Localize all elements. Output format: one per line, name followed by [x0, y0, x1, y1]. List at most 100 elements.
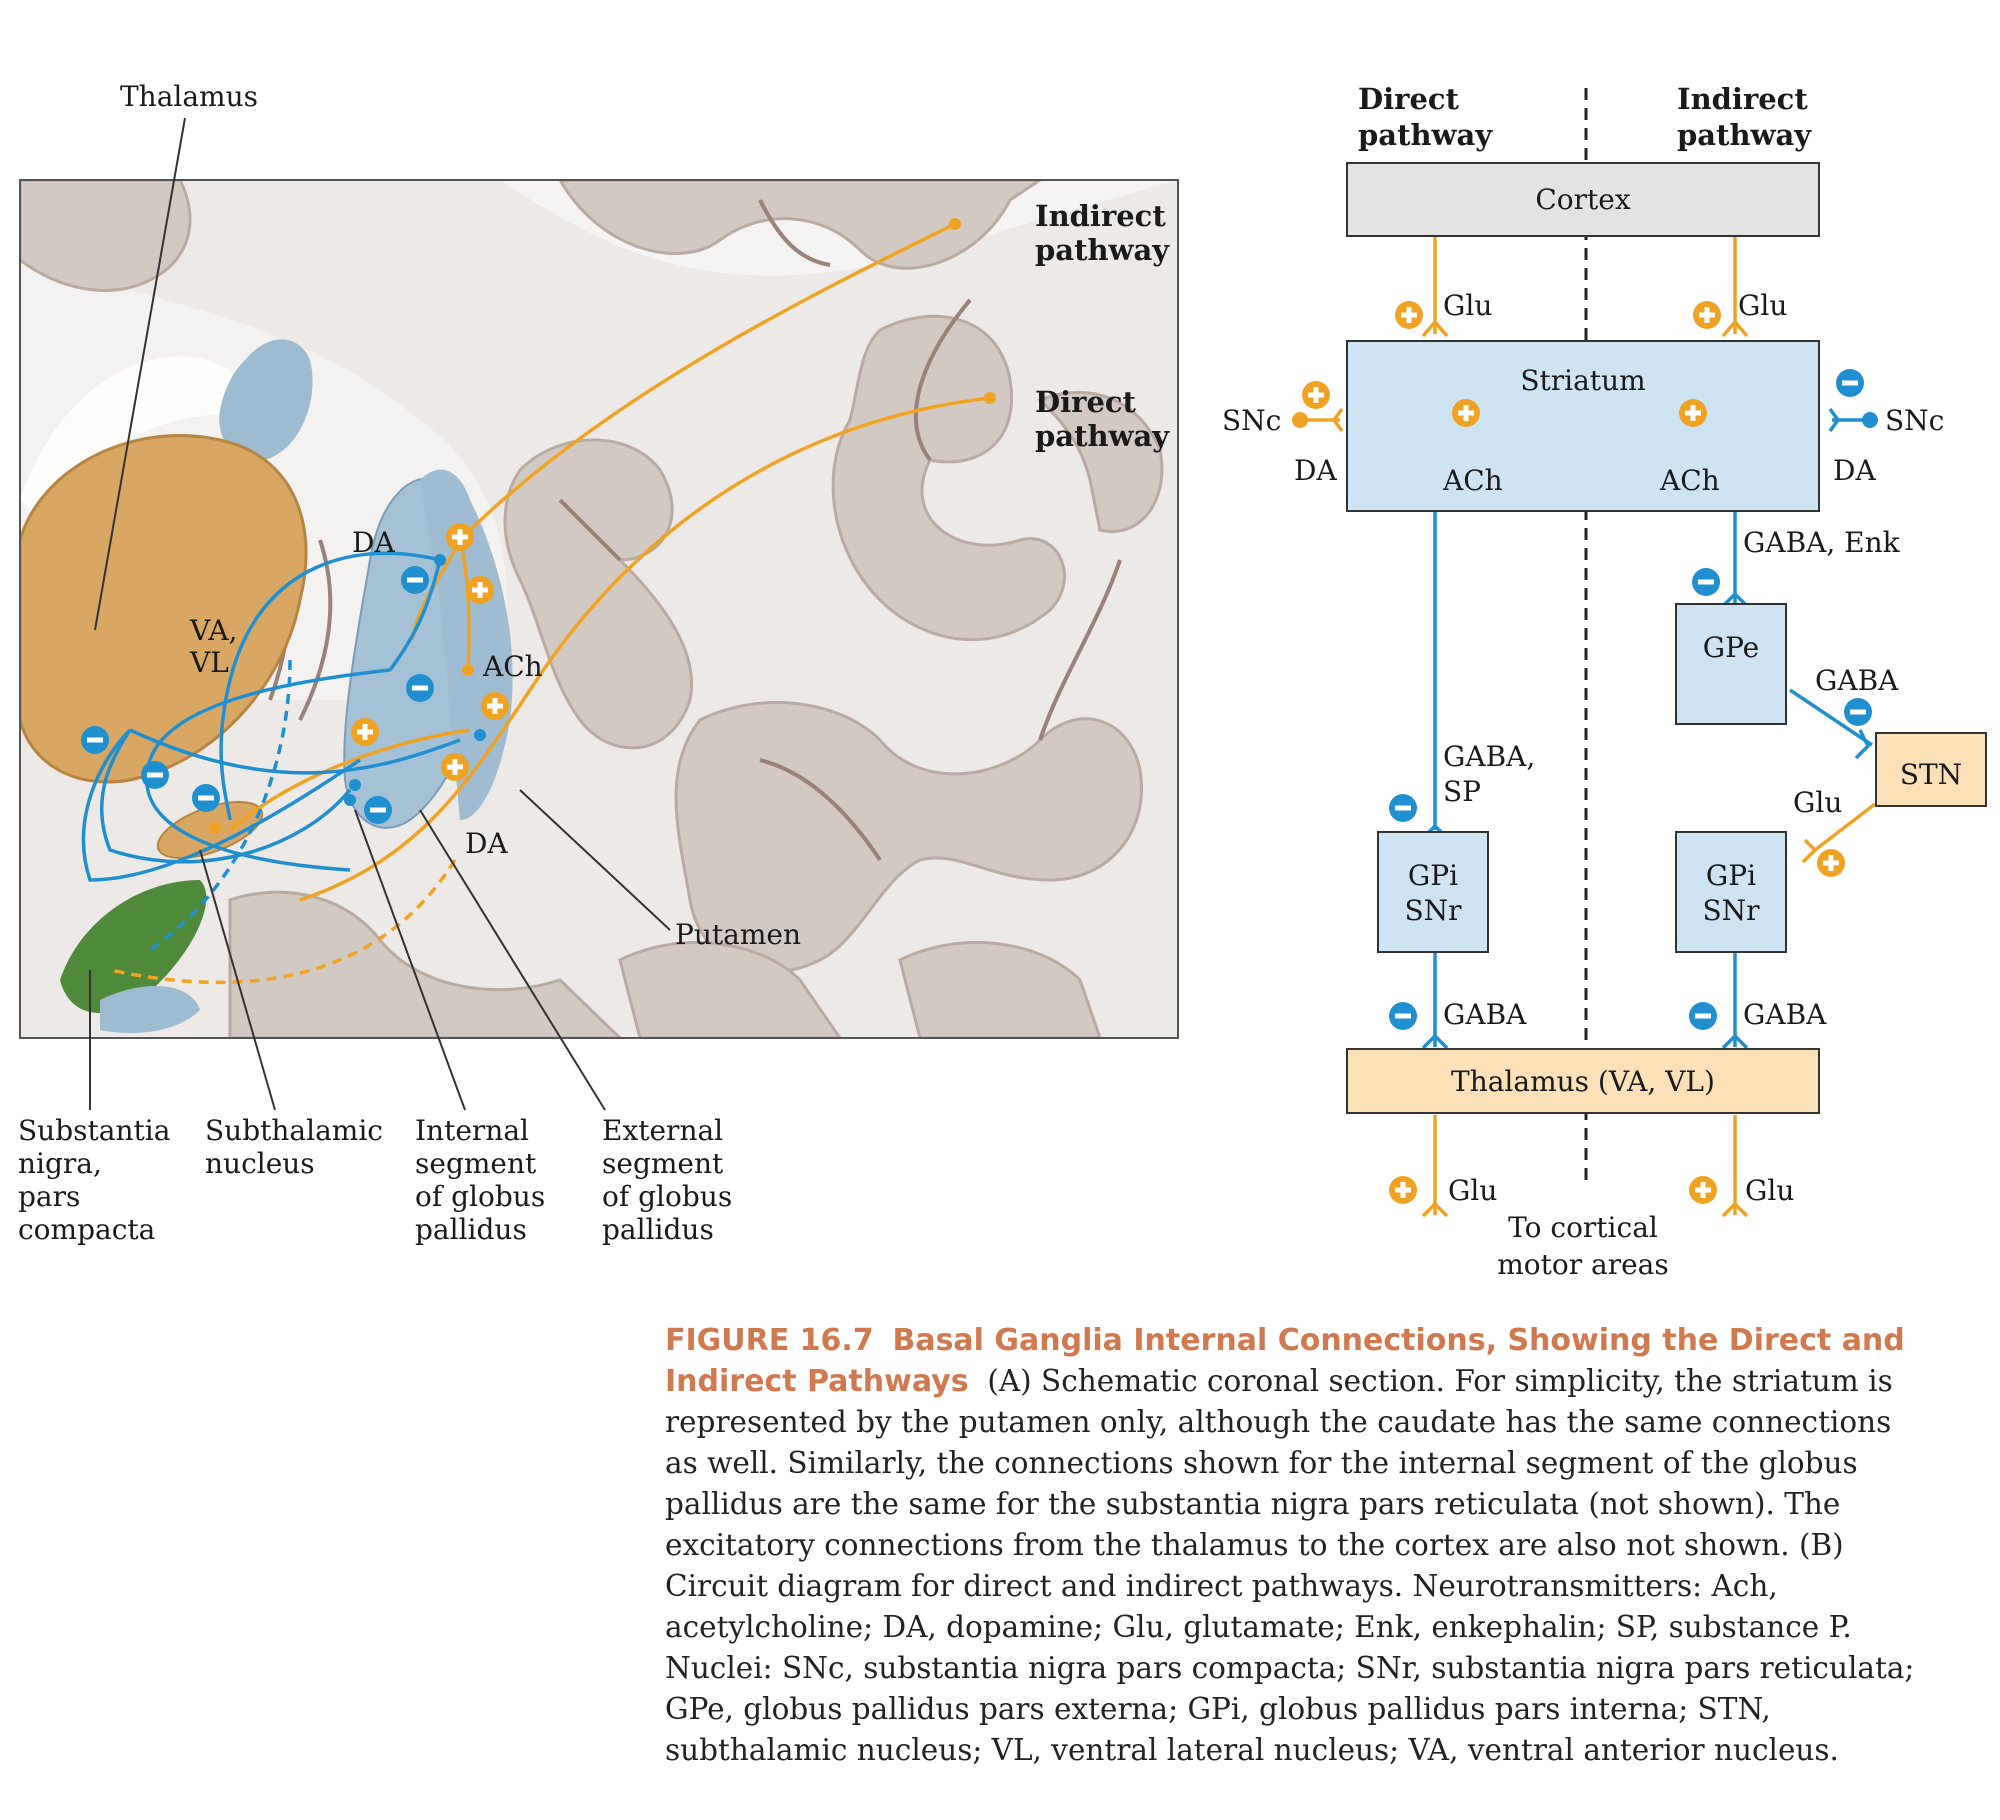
circuit-diagram: Direct pathway Indirect pathway: [1222, 82, 1987, 1281]
gpe-box: [1675, 603, 1787, 725]
minus-icon: [401, 566, 429, 594]
glu-label-left: Glu: [1443, 289, 1492, 322]
da-label-left: DA: [1294, 454, 1337, 487]
minus-icon: [81, 726, 109, 754]
substantia-nigra-label-3: pars: [18, 1180, 80, 1213]
plus-icon: [1389, 1176, 1417, 1204]
internal-segment-label-3: of globus: [415, 1180, 545, 1213]
plus-icon: [1302, 381, 1330, 409]
snc-label-right: SNc: [1885, 404, 1944, 437]
stn-box: [1875, 732, 1987, 807]
minus-icon: [1689, 1002, 1717, 1030]
direct-pathway-label-line2: pathway: [1035, 419, 1170, 453]
indirect-pathway-label-line1: Indirect: [1035, 199, 1166, 233]
plus-icon: [481, 692, 509, 720]
plus-icon: [441, 753, 469, 781]
gaba-sp-label-2: SP: [1443, 775, 1481, 808]
minus-icon: [1389, 1002, 1417, 1030]
figure-title: Basal Ganglia Internal Connections, Show…: [665, 1323, 1905, 1399]
header-direct-2: pathway: [1358, 118, 1493, 152]
minus-icon: [192, 784, 220, 812]
minus-icon: [1844, 698, 1872, 726]
stn-label: STN: [1900, 758, 1962, 791]
striatum-label: Striatum: [1520, 364, 1645, 397]
internal-segment-label-1: Internal: [415, 1114, 529, 1147]
gpi-indirect-label-2: SNr: [1702, 894, 1760, 927]
to-cortical-label-1: To cortical: [1508, 1211, 1658, 1244]
gpi-snr-indirect-box: [1675, 831, 1787, 953]
striatum-box: [1346, 340, 1820, 512]
glu-out-left-label: Glu: [1448, 1174, 1497, 1207]
panel-a-leader-lines: [89, 117, 671, 1111]
plus-icon: [1679, 399, 1707, 427]
plus-icon: [1395, 301, 1423, 329]
gpi-direct-label-1: GPi: [1408, 859, 1458, 892]
thalamus-box-label: Thalamus (VA, VL): [1451, 1065, 1715, 1098]
substantia-nigra-label-1: Substantia: [18, 1114, 170, 1147]
subthalamic-label-2: nucleus: [205, 1147, 315, 1180]
panel-a-pathways: [81, 222, 991, 985]
external-segment-label-3: of globus: [602, 1180, 732, 1213]
glu-stn-label: Glu: [1793, 786, 1842, 819]
plus-icon: [446, 523, 474, 551]
minus-icon: [1836, 369, 1864, 397]
external-segment-label-1: External: [602, 1114, 723, 1147]
thalamus-label: Thalamus: [120, 80, 258, 113]
minus-icon: [1692, 568, 1720, 596]
da-label-bottom: DA: [465, 827, 508, 860]
header-indirect-2: pathway: [1677, 118, 1812, 152]
minus-icon: [1389, 794, 1417, 822]
figure-number: FIGURE 16.7: [665, 1323, 874, 1358]
ach-label-left: ACh: [1442, 464, 1503, 497]
gaba-enk-label: GABA, Enk: [1743, 526, 1901, 559]
gpe-label: GPe: [1703, 631, 1760, 664]
to-cortical-label-2: motor areas: [1497, 1248, 1669, 1281]
plus-icon: [1689, 1176, 1717, 1204]
minus-icon: [141, 761, 169, 789]
internal-segment-label-4: pallidus: [415, 1213, 527, 1246]
snc-label-left: SNc: [1222, 404, 1281, 437]
indirect-pathway-label-line2: pathway: [1035, 233, 1170, 267]
caption-body: (A) Schematic coronal section. For simpl…: [665, 1364, 1915, 1767]
substantia-nigra-label-2: nigra,: [18, 1147, 102, 1180]
bottom-labels: Substantia nigra, pars compacta Subthala…: [18, 1114, 732, 1246]
header-direct-1: Direct: [1358, 82, 1460, 116]
direct-pathway-label-line1: Direct: [1035, 385, 1137, 419]
vl-label: VL: [189, 646, 229, 679]
coronal-section: [19, 179, 1179, 1039]
da-label-right: DA: [1833, 454, 1876, 487]
gaba-sp-label-1: GABA,: [1443, 740, 1535, 773]
va-label: VA,: [189, 614, 237, 647]
putamen-label: Putamen: [675, 918, 801, 951]
figure-caption: FIGURE 16.7 Basal Ganglia Internal Conne…: [665, 1320, 1915, 1771]
gpi-direct-label-2: SNr: [1404, 894, 1462, 927]
plus-icon: [1693, 301, 1721, 329]
cortex-label: Cortex: [1535, 183, 1630, 216]
ach-label-right: ACh: [1659, 464, 1720, 497]
gaba-stn-label: GABA: [1815, 664, 1899, 697]
ach-label: ACh: [482, 650, 543, 683]
plus-icon: [1452, 399, 1480, 427]
plus-icon: [466, 576, 494, 604]
external-segment-label-2: segment: [602, 1147, 724, 1180]
minus-icon: [406, 674, 434, 702]
plus-icon: [351, 718, 379, 746]
gaba-out-right-label: GABA: [1743, 998, 1827, 1031]
gpi-snr-direct-box: [1377, 831, 1489, 953]
internal-segment-label-2: segment: [415, 1147, 537, 1180]
gpi-indirect-label-1: GPi: [1706, 859, 1756, 892]
cortex-box: [1346, 162, 1820, 237]
da-label-top: DA: [352, 526, 395, 559]
gaba-out-left-label: GABA: [1443, 998, 1527, 1031]
header-indirect-1: Indirect: [1677, 82, 1808, 116]
panel-a-synapse-dots: [209, 218, 996, 834]
substantia-nigra-label-4: compacta: [18, 1213, 155, 1246]
glu-out-right-label: Glu: [1745, 1174, 1794, 1207]
glu-label-right: Glu: [1738, 289, 1787, 322]
external-segment-label-4: pallidus: [602, 1213, 714, 1246]
plus-icon: [1817, 849, 1845, 877]
subthalamic-label-1: Subthalamic: [205, 1114, 383, 1147]
thalamus-box: [1346, 1048, 1820, 1114]
minus-icon: [364, 796, 392, 824]
